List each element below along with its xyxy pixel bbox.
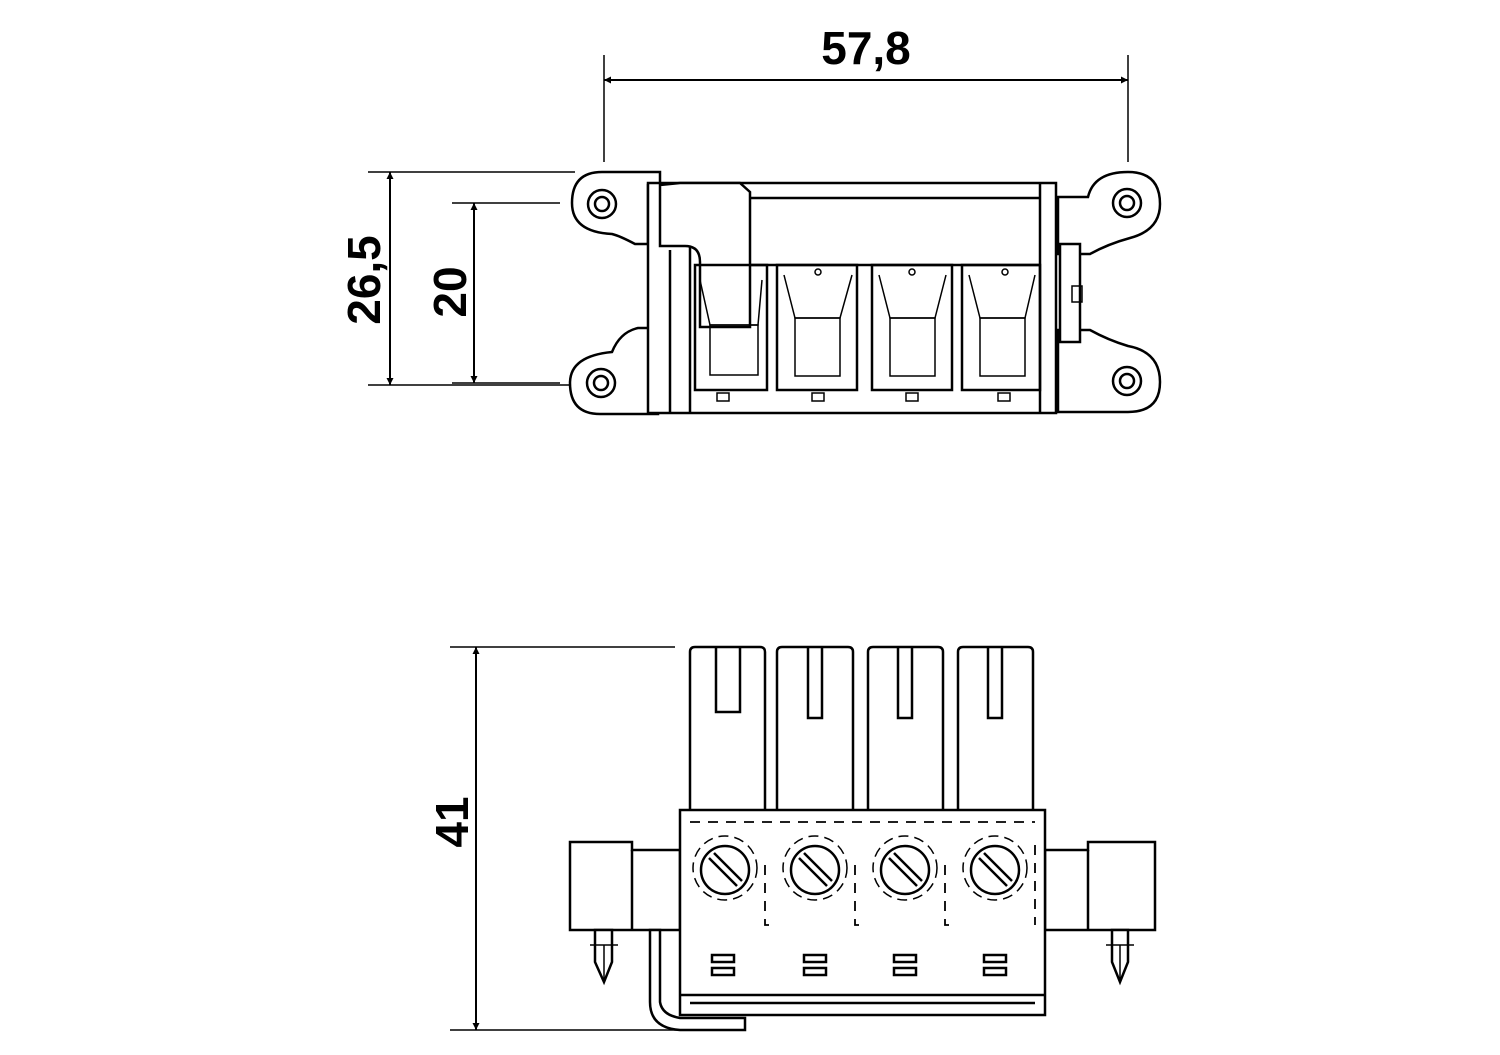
contact-slot (982, 953, 1008, 977)
mounting-hole-bottom-right (1111, 365, 1143, 397)
right-mounting-flange (1056, 170, 1162, 256)
terminal-tower (866, 645, 945, 810)
terminal-tower (688, 645, 767, 810)
terminal-towers (688, 645, 1035, 810)
contact-slot (892, 953, 918, 977)
mounting-hole-top-right (1111, 187, 1143, 219)
top-view: 57,8 26,5 20 (338, 22, 1162, 416)
left-bracket (568, 840, 682, 932)
screw-head (782, 835, 848, 901)
terminal-chamber (775, 263, 859, 402)
housing-front-view (678, 808, 1047, 1017)
terminal-tower (956, 645, 1035, 810)
terminal-chamber (870, 263, 954, 402)
contact-slots (710, 953, 1008, 977)
right-bracket (1043, 840, 1157, 932)
terminal-chamber (693, 263, 769, 402)
terminal-chamber (960, 263, 1042, 402)
dimension-outer-height-label: 26,5 (338, 235, 390, 325)
screw-head (962, 835, 1028, 901)
screw-head (872, 835, 938, 901)
terminal-tower (775, 645, 855, 810)
dimension-front-height-label: 41 (426, 796, 478, 847)
terminal-chambers (693, 263, 1042, 402)
contact-slot (710, 953, 736, 977)
bent-leg (648, 928, 747, 1032)
contact-slot (802, 953, 828, 977)
dimension-inner-height-label: 20 (424, 266, 476, 317)
screw-head (692, 835, 758, 901)
dimension-width-label: 57,8 (821, 22, 911, 74)
front-view: 41 (426, 645, 1157, 1032)
screw-heads (692, 835, 1028, 901)
mounting-hole-top-left (586, 188, 618, 220)
hidden-lines (764, 845, 1036, 926)
mounting-hole-bottom-left (585, 367, 617, 399)
